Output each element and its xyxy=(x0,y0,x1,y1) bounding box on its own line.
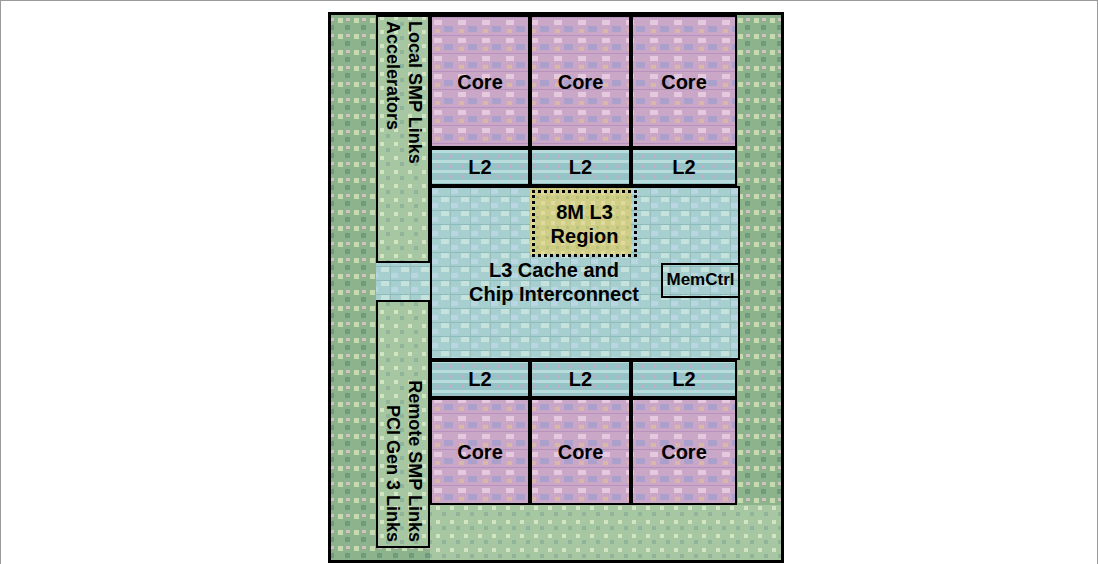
core-region: Core xyxy=(631,398,737,505)
core-region: Core xyxy=(530,15,631,148)
smp-link-region: Local SMP Links Accelerators xyxy=(376,15,430,263)
region-label: L2 xyxy=(468,367,491,391)
region-label: L2 xyxy=(672,155,695,179)
region-label: L2 xyxy=(569,155,592,179)
core-region: Core xyxy=(430,15,530,148)
region-label: MemCtrl xyxy=(666,270,734,290)
core-region: Core xyxy=(631,15,737,148)
region-label: Core xyxy=(558,70,604,94)
l2-region: L2 xyxy=(430,148,530,186)
link-label: Remote SMP Links PCI Gen 3 Links xyxy=(381,362,424,542)
link-label: Local SMP Links Accelerators xyxy=(381,21,424,201)
l3-subregion: 8M L3 Region xyxy=(532,190,637,257)
smp-area xyxy=(376,300,430,548)
region-label: Core xyxy=(661,440,707,464)
smp-link-region: Remote SMP Links PCI Gen 3 Links xyxy=(376,300,430,548)
region-label: L2 xyxy=(468,155,491,179)
crossbar-area xyxy=(376,263,430,300)
l2-region: L2 xyxy=(631,360,737,398)
core-region: Core xyxy=(530,398,631,505)
l2-region: L2 xyxy=(530,360,631,398)
l2-region: L2 xyxy=(530,148,631,186)
die-background xyxy=(330,14,782,560)
region-label: 8M L3 Region xyxy=(535,200,634,248)
region-label: Core xyxy=(661,70,707,94)
core-region: Core xyxy=(430,398,530,505)
rotated-label-frame: Remote SMP Links PCI Gen 3 Links xyxy=(378,302,428,546)
l2-region: L2 xyxy=(430,360,530,398)
region-label: L2 xyxy=(569,367,592,391)
l2-area xyxy=(430,148,737,186)
l2-region: L2 xyxy=(631,148,737,186)
core-area xyxy=(430,398,737,505)
region-label: Core xyxy=(457,70,503,94)
smp-area xyxy=(376,15,430,263)
io-area xyxy=(430,505,782,560)
region-label: Core xyxy=(558,440,604,464)
l3-area xyxy=(430,186,740,360)
core-area xyxy=(430,15,737,148)
region-label: L3 Cache and Chip Interconnect xyxy=(466,258,642,306)
io-area xyxy=(740,14,782,505)
rotated-label-frame: Local SMP Links Accelerators xyxy=(378,17,428,261)
die-outline xyxy=(330,14,783,562)
l2-area xyxy=(430,360,737,398)
memory-controller: MemCtrl xyxy=(661,263,740,298)
region-label: L2 xyxy=(672,367,695,391)
region-label: Core xyxy=(457,440,503,464)
